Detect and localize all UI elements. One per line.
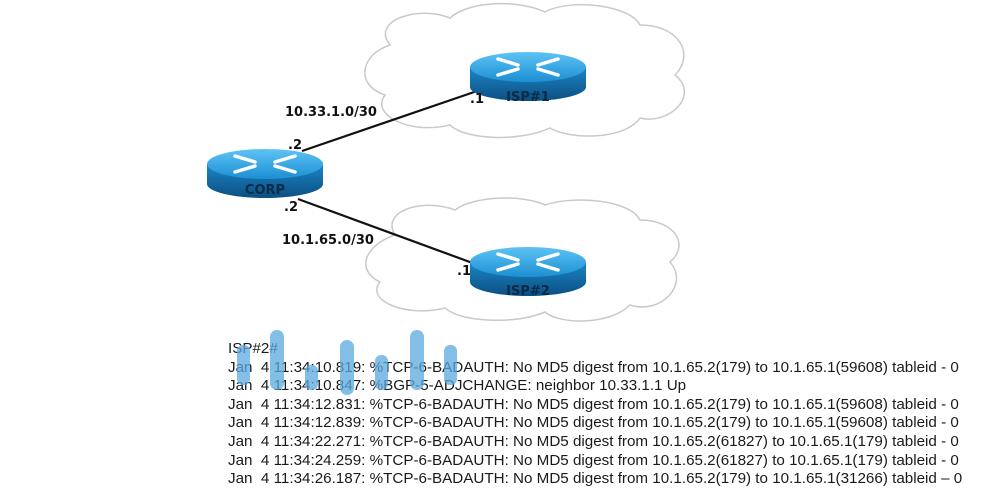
subnet-label-1: 10.33.1.0/30 xyxy=(285,105,377,120)
log-line: Jan 4 11:34:10.819: %TCP-6-BADAUTH: No M… xyxy=(228,358,959,376)
isp2-ip: .1 xyxy=(457,264,471,279)
subnet-label-2: 10.1.65.0/30 xyxy=(282,233,374,248)
isp1-ip: .1 xyxy=(470,92,484,107)
corp-ip-2: .2 xyxy=(284,200,298,215)
link-corp-isp2 xyxy=(297,197,479,267)
router-name-isp2: ISP#2 xyxy=(506,284,550,299)
log-line: Jan 4 11:34:26.187: %TCP-6-BADAUTH: No M… xyxy=(228,470,963,488)
log-line: Jan 4 11:34:24.259: %TCP-6-BADAUTH: No M… xyxy=(228,451,959,469)
log-line: Jan 4 11:34:22.271: %TCP-6-BADAUTH: No M… xyxy=(228,432,959,450)
log-line: Jan 4 11:34:12.831: %TCP-6-BADAUTH: No M… xyxy=(228,395,959,413)
console-log: ISP#2#Jan 4 11:34:10.819: %TCP-6-BADAUTH… xyxy=(228,340,962,489)
router-name-isp1: ISP#1 xyxy=(506,90,550,105)
link-corp-isp1 xyxy=(301,88,481,153)
network-diagram: ISP#1 CORP ISP#2 10.33.1.0/30 .2 .1 10.1… xyxy=(205,2,686,322)
log-line: Jan 4 11:34:10.847: %BGP-5-ADJCHANGE: ne… xyxy=(228,377,687,395)
router-name-corp: CORP xyxy=(245,183,285,198)
log-line: Jan 4 11:34:12.839: %TCP-6-BADAUTH: No M… xyxy=(228,414,959,432)
corp-ip-1: .2 xyxy=(288,138,302,153)
console-prompt: ISP#2# xyxy=(228,340,278,357)
